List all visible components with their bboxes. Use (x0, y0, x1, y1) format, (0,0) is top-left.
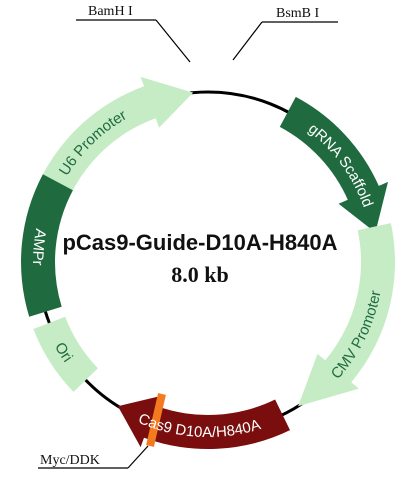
plasmid-size: 8.0 kb (171, 262, 228, 287)
mycddk-leader (127, 445, 149, 469)
ampr-label: AMPr (29, 227, 49, 265)
bamh1-leader (155, 19, 191, 63)
bsmb1-label: BsmB I (276, 6, 320, 21)
ampr-block (21, 174, 73, 317)
mycddk-label: Myc/DDK (40, 453, 100, 468)
ori-block (33, 316, 98, 392)
mycddk-tag-mark (146, 393, 166, 447)
bsmb1-leader (232, 21, 263, 61)
bamh1-label: BamH I (88, 4, 133, 19)
cmv-promoter-arrow (298, 223, 396, 407)
grna-scaffold-arrow (279, 96, 388, 233)
plasmid-name: pCas9-Guide-D10A-H840A (62, 230, 337, 255)
